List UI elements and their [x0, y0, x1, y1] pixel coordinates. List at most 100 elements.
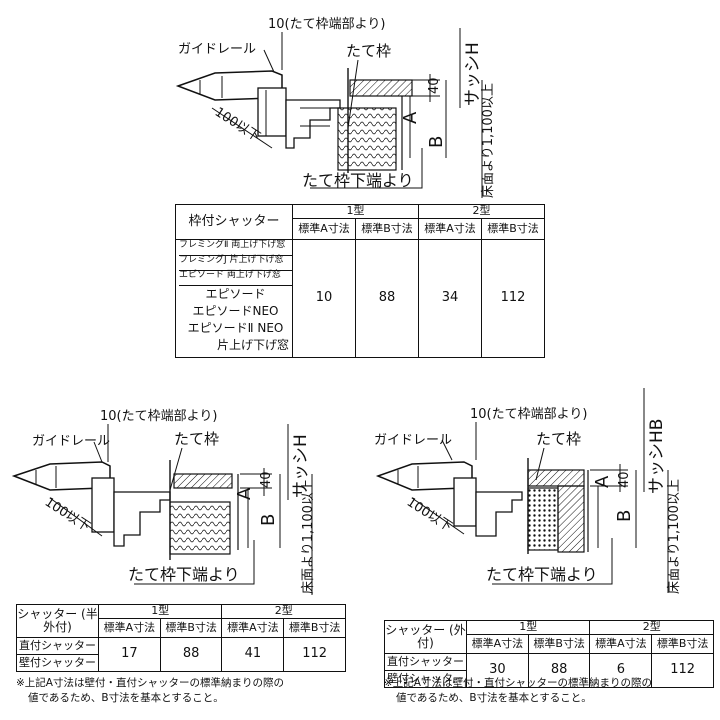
- row-label-line: エピソード: [205, 287, 266, 301]
- label-a: A: [592, 475, 613, 488]
- dim-100-label: 100以下: [404, 495, 455, 535]
- table-row: 直付シャッター 壁付シャッター 30 88 6 112: [384, 653, 714, 688]
- dim-100-line: [49, 497, 103, 537]
- sash-profile: [475, 491, 523, 537]
- footnote-line: ※上記A寸法は壁付・直付シャッターの標準納まりの際の: [384, 677, 652, 689]
- label-b: B: [426, 136, 447, 148]
- table-corner: シャッター (半外付): [16, 604, 99, 638]
- dim-40-label: 40: [427, 77, 442, 94]
- footnote-right: ※上記A寸法は壁付・直付シャッターの標準納まりの際の 値であるため、B寸法を基本…: [384, 676, 720, 706]
- guide-rail-shape: [11, 461, 111, 491]
- type2-header: 2型: [221, 604, 346, 619]
- floor-label: 床面より1,100以上: [481, 83, 496, 198]
- spec-table-semi-external: シャッター (半外付) 1型 2型 標準A寸法 標準B寸法 標準A寸法 標準B寸…: [16, 604, 346, 672]
- label-b: B: [258, 514, 279, 526]
- wall-insulation: [337, 107, 397, 171]
- value-cell: 112: [481, 239, 545, 358]
- spec-table-external: シャッター (外付) 1型 2型 標準A寸法 標準B寸法 標準A寸法 標準B寸法…: [384, 620, 714, 688]
- std-a-header: 標準A寸法: [97, 618, 161, 638]
- std-a-header: 標準A寸法: [292, 218, 356, 240]
- row-label-line: フレミングⅡ 両上げ下げ窓: [179, 240, 292, 256]
- guide-rail-shape: [375, 461, 473, 491]
- std-a-header: 標準A寸法: [418, 218, 482, 240]
- value-cell: 34: [418, 239, 482, 358]
- wall-hatched: [557, 485, 585, 553]
- row-label-line: エピソードⅡ NEO: [187, 321, 284, 335]
- guide-rail-bracket: [453, 477, 477, 527]
- std-a-header: 標準A寸法: [465, 634, 529, 654]
- row-label-line: エピソードNEO: [192, 304, 279, 318]
- sash-hb-label: サッシHB: [647, 419, 667, 494]
- value-cell: 88: [355, 239, 419, 358]
- std-b-header: 標準B寸法: [355, 218, 419, 240]
- dim-40-label: 40: [617, 471, 632, 488]
- table-row: フレミングⅡ 両上げ下げ窓 フレミングJ 片上げ下げ窓 エピソード 両上げ下げ窓…: [175, 239, 545, 358]
- frame-label: たて枠: [346, 42, 391, 60]
- bottom-leader: [310, 148, 423, 189]
- value-cell: 112: [283, 637, 346, 672]
- bottom-leader: [134, 540, 255, 585]
- from-bottom-label: たて枠下端より: [486, 565, 598, 584]
- table-header-row: シャッター (半外付) 1型 2型: [16, 604, 346, 638]
- row-label-line: 片上げ下げ窓: [216, 338, 289, 352]
- table-row: 直付シャッター 壁付シャッター 17 88 41 112: [16, 637, 346, 672]
- section-diagram-frame-shutter: 10(たて枠端部より) ガイドレール たて枠 40 A B サッシH 床面より1…: [175, 17, 496, 198]
- std-a-header: 標準A寸法: [589, 634, 653, 654]
- std-a-header: 標準A寸法: [221, 618, 285, 638]
- section-diagram-external-shutter: 10(たて枠端部より) ガイドレール たて枠 40 A B サッシHB 床面より…: [374, 388, 682, 594]
- row-label: フレミングⅡ 両上げ下げ窓 フレミングJ 片上げ下げ窓 エピソード 両上げ下げ窓…: [175, 239, 293, 358]
- std-b-header: 標準B寸法: [527, 634, 591, 654]
- label-a: A: [400, 111, 421, 124]
- dim-10-label: 10(たて枠端部より): [100, 409, 217, 424]
- footnote-line: ※上記A寸法は壁付・直付シャッターの標準納まりの際の: [16, 677, 284, 689]
- dim-100-label: 100以下: [42, 495, 93, 535]
- guide-rail-leader: [441, 439, 453, 461]
- row-label-line: エピソード 両上げ下げ窓: [179, 270, 292, 286]
- floor-label: 床面より1,100以上: [667, 479, 682, 594]
- floor-label: 床面より1,100以上: [301, 479, 316, 594]
- value-cell: 88: [527, 653, 591, 688]
- value-cell: 10: [292, 239, 356, 358]
- dim-10-label: 10(たて枠端部より): [470, 407, 587, 422]
- footnote-left: ※上記A寸法は壁付・直付シャッターの標準納まりの際の 値であるため、B寸法を基本…: [16, 676, 361, 706]
- sash-h-label: サッシH: [463, 42, 483, 106]
- row-label: 直付シャッター 壁付シャッター: [16, 637, 99, 672]
- value-cell: 88: [159, 637, 223, 672]
- table-subheader-row: 標準A寸法 標準B寸法 標準A寸法 標準B寸法: [17, 618, 346, 638]
- row-label-line: 壁付シャッター: [386, 672, 464, 685]
- section-diagram-semi-external-shutter: 10(たて枠端部より) ガイドレール たて枠 40 A B サッシH 床面より1…: [11, 409, 316, 595]
- row-label: 直付シャッター 壁付シャッター: [384, 653, 467, 688]
- table-header-row: シャッター (外付) 1型 2型: [384, 620, 714, 654]
- row-label-line: フレミングJ 片上げ下げ窓: [179, 255, 292, 271]
- guide-rail-label: ガイドレール: [178, 42, 256, 57]
- row-label-line: 直付シャッター: [17, 638, 98, 655]
- frame-label: たて枠: [536, 430, 581, 448]
- type2-header: 2型: [589, 620, 714, 635]
- label-a: A: [234, 487, 255, 500]
- std-b-header: 標準B寸法: [283, 618, 346, 638]
- sash-profile: [113, 491, 171, 547]
- guide-rail-bracket: [257, 87, 287, 137]
- dim-10-label: 10(たて枠端部より): [268, 17, 385, 32]
- wall-insulation: [169, 501, 231, 555]
- frame-label: たて枠: [174, 430, 219, 448]
- frame-head-hatched: [527, 469, 585, 487]
- table-corner: シャッター (外付): [384, 620, 467, 654]
- type1-header: 1型: [465, 620, 591, 635]
- table-header-row: 枠付シャッター 1型 2型: [175, 204, 545, 240]
- frame-leader: [169, 447, 183, 491]
- bottom-leader: [492, 538, 613, 585]
- std-b-header: 標準B寸法: [159, 618, 223, 638]
- std-b-header: 標準B寸法: [651, 634, 714, 654]
- type1-header: 1型: [292, 204, 419, 219]
- table-subheader-row: 標準A寸法 標準B寸法 標準A寸法 標準B寸法: [176, 218, 545, 240]
- guide-rail-bracket: [91, 477, 115, 533]
- label-b: B: [614, 510, 635, 522]
- from-bottom-label: たて枠下端より: [128, 565, 240, 584]
- dim-100-label: 100以下: [212, 105, 263, 145]
- type1-header: 1型: [97, 604, 223, 619]
- footnote-line: 値であるため、B寸法を基本とすること。: [396, 692, 592, 704]
- value-cell: 112: [651, 653, 714, 688]
- from-bottom-label: たて枠下端より: [302, 171, 414, 190]
- value-cell: 30: [465, 653, 529, 688]
